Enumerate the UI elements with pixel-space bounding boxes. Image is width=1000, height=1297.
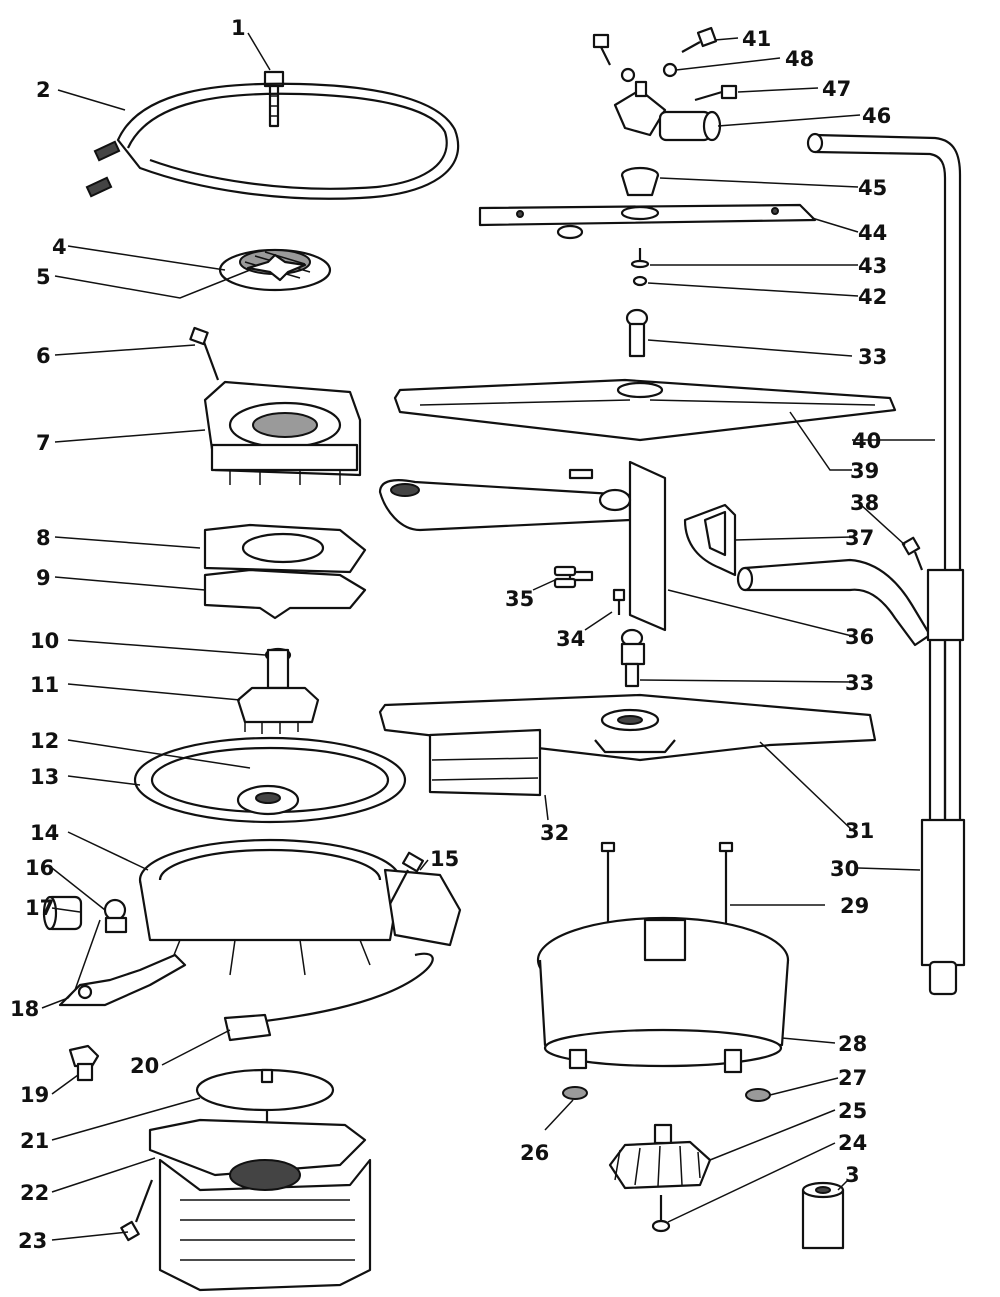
part-label-46: 46 xyxy=(862,104,891,128)
part-label-21: 21 xyxy=(20,1129,49,1153)
part-30-hose xyxy=(920,640,966,996)
part-16-valve xyxy=(103,898,128,934)
part-label-12: 12 xyxy=(30,729,59,753)
part-32-deflector xyxy=(428,728,542,797)
part-39-middle-spray-arm xyxy=(393,378,897,442)
part-label-24: 24 xyxy=(838,1131,867,1155)
part-35-screws xyxy=(553,565,577,589)
part-34-screw xyxy=(612,588,626,615)
part-label-31: 31 xyxy=(845,819,874,843)
part-label-38: 38 xyxy=(850,491,879,515)
part-1-screw xyxy=(263,70,285,128)
part-label-30: 30 xyxy=(830,857,859,881)
part-label-11: 11 xyxy=(30,673,59,697)
part-label-33-lower: 33 xyxy=(845,671,874,695)
part-label-2: 2 xyxy=(36,78,51,102)
part-label-13: 13 xyxy=(30,765,59,789)
leader-lines xyxy=(41,32,935,1241)
part-33-lower-hub xyxy=(620,628,646,688)
part-label-37: 37 xyxy=(845,526,874,550)
part-17-cap xyxy=(42,895,83,931)
part-label-8: 8 xyxy=(36,526,51,550)
part-label-19: 19 xyxy=(20,1083,49,1107)
part-40-tube xyxy=(806,132,965,860)
part-label-27: 27 xyxy=(838,1066,867,1090)
drain-elbow-hose xyxy=(736,558,932,647)
part-43-washer xyxy=(630,248,650,269)
part-label-14: 14 xyxy=(30,821,59,845)
part-19-nut xyxy=(68,1044,100,1082)
part-14-sump xyxy=(138,838,462,976)
part-5-star-washer xyxy=(246,253,307,282)
part-label-15: 15 xyxy=(430,847,459,871)
part-15-screw xyxy=(389,851,425,905)
part-label-4: 4 xyxy=(52,235,67,259)
part-26-washer xyxy=(562,1086,588,1100)
part-label-48: 48 xyxy=(785,47,814,71)
part-label-25: 25 xyxy=(838,1099,867,1123)
part-6-screw xyxy=(189,326,220,381)
part-8-plate xyxy=(203,523,367,574)
part-label-9: 9 xyxy=(36,566,51,590)
part-45-nozzle xyxy=(620,166,660,197)
part-label-18: 18 xyxy=(10,997,39,1021)
part-28-pump-body xyxy=(536,916,790,1074)
part-23-screw xyxy=(120,1179,154,1242)
part-13-ring xyxy=(133,736,407,824)
part-label-7: 7 xyxy=(36,431,51,455)
part-41-screw xyxy=(592,26,718,66)
part-25-impeller xyxy=(608,1123,712,1190)
part-3-bushing xyxy=(801,1181,845,1250)
part-label-22: 22 xyxy=(20,1181,49,1205)
part-27-washer xyxy=(745,1088,771,1102)
part-20-clamp xyxy=(223,952,434,1042)
part-24-screw xyxy=(651,1195,671,1233)
part-label-40: 40 xyxy=(852,429,881,453)
part-33-upper-hub xyxy=(625,308,649,358)
part-label-35: 35 xyxy=(505,587,534,611)
part-label-47: 47 xyxy=(822,77,851,101)
part-label-10: 10 xyxy=(30,629,59,653)
part-label-32: 32 xyxy=(540,821,569,845)
part-label-33-upper: 33 xyxy=(858,345,887,369)
part-label-16: 16 xyxy=(25,856,54,880)
part-label-6: 6 xyxy=(36,344,51,368)
part-label-5: 5 xyxy=(36,265,51,289)
part-22-motor xyxy=(148,1118,372,1292)
part-label-36: 36 xyxy=(845,625,874,649)
part-44-upper-spray-arm xyxy=(478,203,817,240)
part-label-44: 44 xyxy=(858,221,887,245)
part-label-34: 34 xyxy=(556,627,585,651)
part-label-45: 45 xyxy=(858,176,887,200)
part-label-42: 42 xyxy=(858,285,887,309)
part-label-29: 29 xyxy=(840,894,869,918)
part-label-17: 17 xyxy=(25,896,54,920)
part-11-hub xyxy=(236,648,320,734)
part-37-clip xyxy=(683,503,737,577)
part-label-20: 20 xyxy=(130,1054,159,1078)
part-46-fitting xyxy=(613,80,722,142)
part-label-39: 39 xyxy=(850,459,879,483)
part-label-1: 1 xyxy=(231,16,246,40)
part-label-41: 41 xyxy=(742,27,771,51)
part-42-washer xyxy=(632,275,648,287)
part-label-3: 3 xyxy=(845,1163,860,1187)
part-48-washer xyxy=(620,62,678,83)
part-7-pump-housing xyxy=(203,380,362,485)
part-label-26: 26 xyxy=(520,1141,549,1165)
part-number-labels: 1 2 3 4 5 6 7 8 9 10 11 12 13 14 15 16 1… xyxy=(10,16,891,1253)
part-38-screw xyxy=(901,536,924,571)
part-18-bracket xyxy=(58,953,187,1007)
part-2-hose xyxy=(85,82,460,200)
part-9-gasket xyxy=(203,568,367,620)
part-label-28: 28 xyxy=(838,1032,867,1056)
part-36-manifold xyxy=(378,460,667,632)
part-label-23: 23 xyxy=(18,1229,47,1253)
part-47-screw xyxy=(694,84,738,102)
part-label-43: 43 xyxy=(858,254,887,278)
part-21-disk xyxy=(195,1068,335,1145)
